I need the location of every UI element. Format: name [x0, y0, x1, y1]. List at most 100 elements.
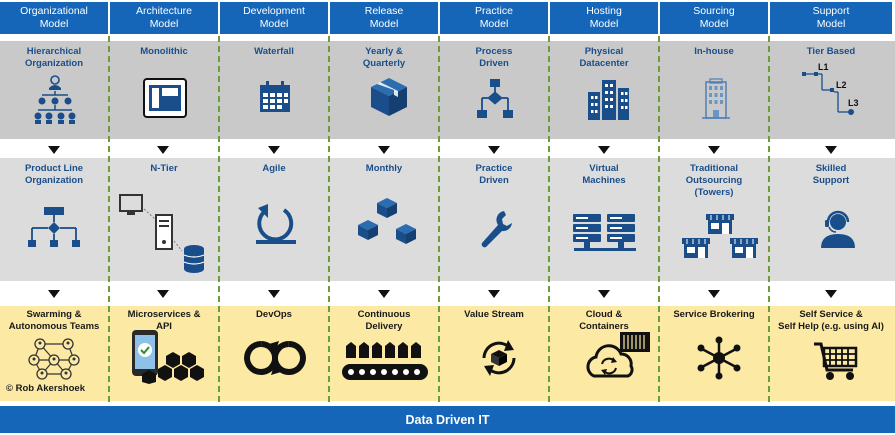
cell-hierarchical-organization: Hierarchical Organization	[0, 46, 108, 70]
column-divider	[108, 36, 110, 402]
devops-infinity-icon	[244, 341, 306, 375]
shopping-cart-icon	[814, 342, 858, 380]
header-label: Sourcing Model	[693, 5, 735, 30]
header-support-model: Support Model	[770, 2, 892, 34]
monthly-packages-icon	[358, 198, 416, 244]
cell-skilled-support: Skilled Support	[770, 163, 892, 187]
header-label: Release Model	[364, 5, 404, 30]
tier-escalation-icon: L1 L2 L3	[802, 62, 859, 115]
down-arrow-icon	[48, 146, 60, 154]
down-arrow-icon	[825, 146, 837, 154]
cell-label: Tier Based	[806, 46, 856, 57]
cell-label: Hierarchical Organization	[24, 46, 84, 69]
cell-label: Traditional Outsourcing (Towers)	[685, 163, 743, 198]
column-divider	[328, 36, 330, 402]
down-arrow-icon	[598, 146, 610, 154]
cloud-containers-icon	[586, 332, 650, 378]
header-label: Architecture Model	[135, 5, 193, 30]
wrench-icon	[481, 211, 512, 248]
datacenter-building-icon	[588, 80, 629, 120]
header-architecture-model: Architecture Model	[110, 2, 218, 34]
header-release-model: Release Model	[330, 2, 438, 34]
cell-monolithic: Monolithic	[110, 46, 218, 58]
calendar-icon	[260, 81, 290, 112]
cell-label: Process Driven	[475, 46, 513, 69]
cell-practice-driven: Practice Driven	[440, 163, 548, 187]
cell-devops: DevOps	[220, 309, 328, 321]
header-organizational-model: Organizational Model	[0, 2, 108, 34]
cell-label: Monolithic	[140, 46, 188, 57]
row-transitional-band	[0, 158, 895, 281]
down-arrow-icon	[268, 146, 280, 154]
down-arrow-icon	[488, 290, 500, 298]
cell-label: Continuous Delivery	[357, 309, 411, 332]
cell-label: Product Line Organization	[24, 163, 84, 186]
virtual-machine-servers-icon	[573, 214, 636, 251]
continuous-delivery-conveyor-icon	[342, 342, 428, 380]
cell-label: Virtual Machines	[582, 163, 626, 186]
header-label: Support Model	[812, 5, 850, 30]
process-flow-icon	[477, 79, 513, 118]
cell-label: In-house	[694, 46, 734, 57]
cell-label: Swarming & Autonomous Teams	[8, 309, 100, 332]
value-stream-cycle-icon	[482, 340, 516, 376]
cell-tier-based: Tier Based	[770, 46, 892, 58]
header-row: Organizational Model Architecture Model …	[0, 0, 895, 36]
cell-label: N-Tier	[150, 163, 178, 174]
microservices-phone-hexagons-icon	[132, 330, 204, 384]
product-line-org-icon	[28, 207, 80, 247]
agile-cycle-icon	[256, 204, 296, 244]
cell-virtual-machines: Virtual Machines	[550, 163, 658, 187]
n-tier-architecture-icon	[119, 194, 205, 273]
cell-label: DevOps	[256, 309, 292, 320]
cell-process-driven: Process Driven	[440, 46, 548, 70]
cell-cloud-containers: Cloud & Containers	[550, 309, 658, 333]
cell-product-line-organization: Product Line Organization	[0, 163, 108, 187]
cell-swarming-autonomous-teams: Swarming & Autonomous Teams	[0, 309, 108, 333]
monolith-window-icon	[143, 78, 187, 118]
cell-agile: Agile	[220, 163, 328, 175]
cell-in-house: In-house	[660, 46, 768, 58]
header-practice-model: Practice Model	[440, 2, 548, 34]
footer-title: Data Driven IT	[405, 412, 490, 427]
cell-label: Value Stream	[464, 309, 524, 320]
cell-label: Skilled Support	[812, 163, 850, 186]
down-arrow-icon	[378, 146, 390, 154]
down-arrow-icon	[268, 290, 280, 298]
header-label: Development Model	[243, 5, 305, 30]
cell-yearly-quarterly: Yearly & Quarterly	[330, 46, 438, 70]
cell-label: Cloud & Containers	[579, 309, 629, 332]
column-divider	[768, 36, 770, 402]
tier-l3-label: L3	[848, 98, 859, 108]
header-development-model: Development Model	[220, 2, 328, 34]
cell-label: Monthly	[365, 163, 403, 174]
org-hierarchy-icon	[34, 75, 76, 124]
tier-l1-label: L1	[818, 62, 829, 72]
cell-value-stream: Value Stream	[440, 309, 548, 321]
cell-service-brokering: Service Brokering	[660, 309, 768, 321]
down-arrow-icon	[708, 290, 720, 298]
package-box-icon	[371, 78, 407, 116]
header-sourcing-model: Sourcing Model	[660, 2, 768, 34]
column-divider	[658, 36, 660, 402]
cell-monthly: Monthly	[330, 163, 438, 175]
cell-label: Agile	[262, 163, 286, 174]
tier-l2-label: L2	[836, 80, 847, 90]
cell-physical-datacenter: Physical Datacenter	[550, 46, 658, 70]
header-label: Practice Model	[475, 5, 513, 30]
cell-n-tier: N-Tier	[110, 163, 218, 175]
cell-traditional-outsourcing: Traditional Outsourcing (Towers)	[660, 163, 768, 199]
cell-label: Practice Driven	[475, 163, 513, 186]
down-arrow-icon	[825, 290, 837, 298]
header-label: Hosting Model	[586, 5, 622, 30]
footer-banner: Data Driven IT	[0, 406, 895, 433]
down-arrow-icon	[708, 146, 720, 154]
office-building-icon	[702, 78, 730, 119]
down-arrow-icon	[48, 290, 60, 298]
down-arrow-icon	[157, 290, 169, 298]
copyright-text: © Rob Akershoek	[6, 383, 85, 394]
cell-continuous-delivery: Continuous Delivery	[330, 309, 438, 333]
down-arrow-icon	[598, 290, 610, 298]
header-hosting-model: Hosting Model	[550, 2, 658, 34]
column-divider	[438, 36, 440, 402]
